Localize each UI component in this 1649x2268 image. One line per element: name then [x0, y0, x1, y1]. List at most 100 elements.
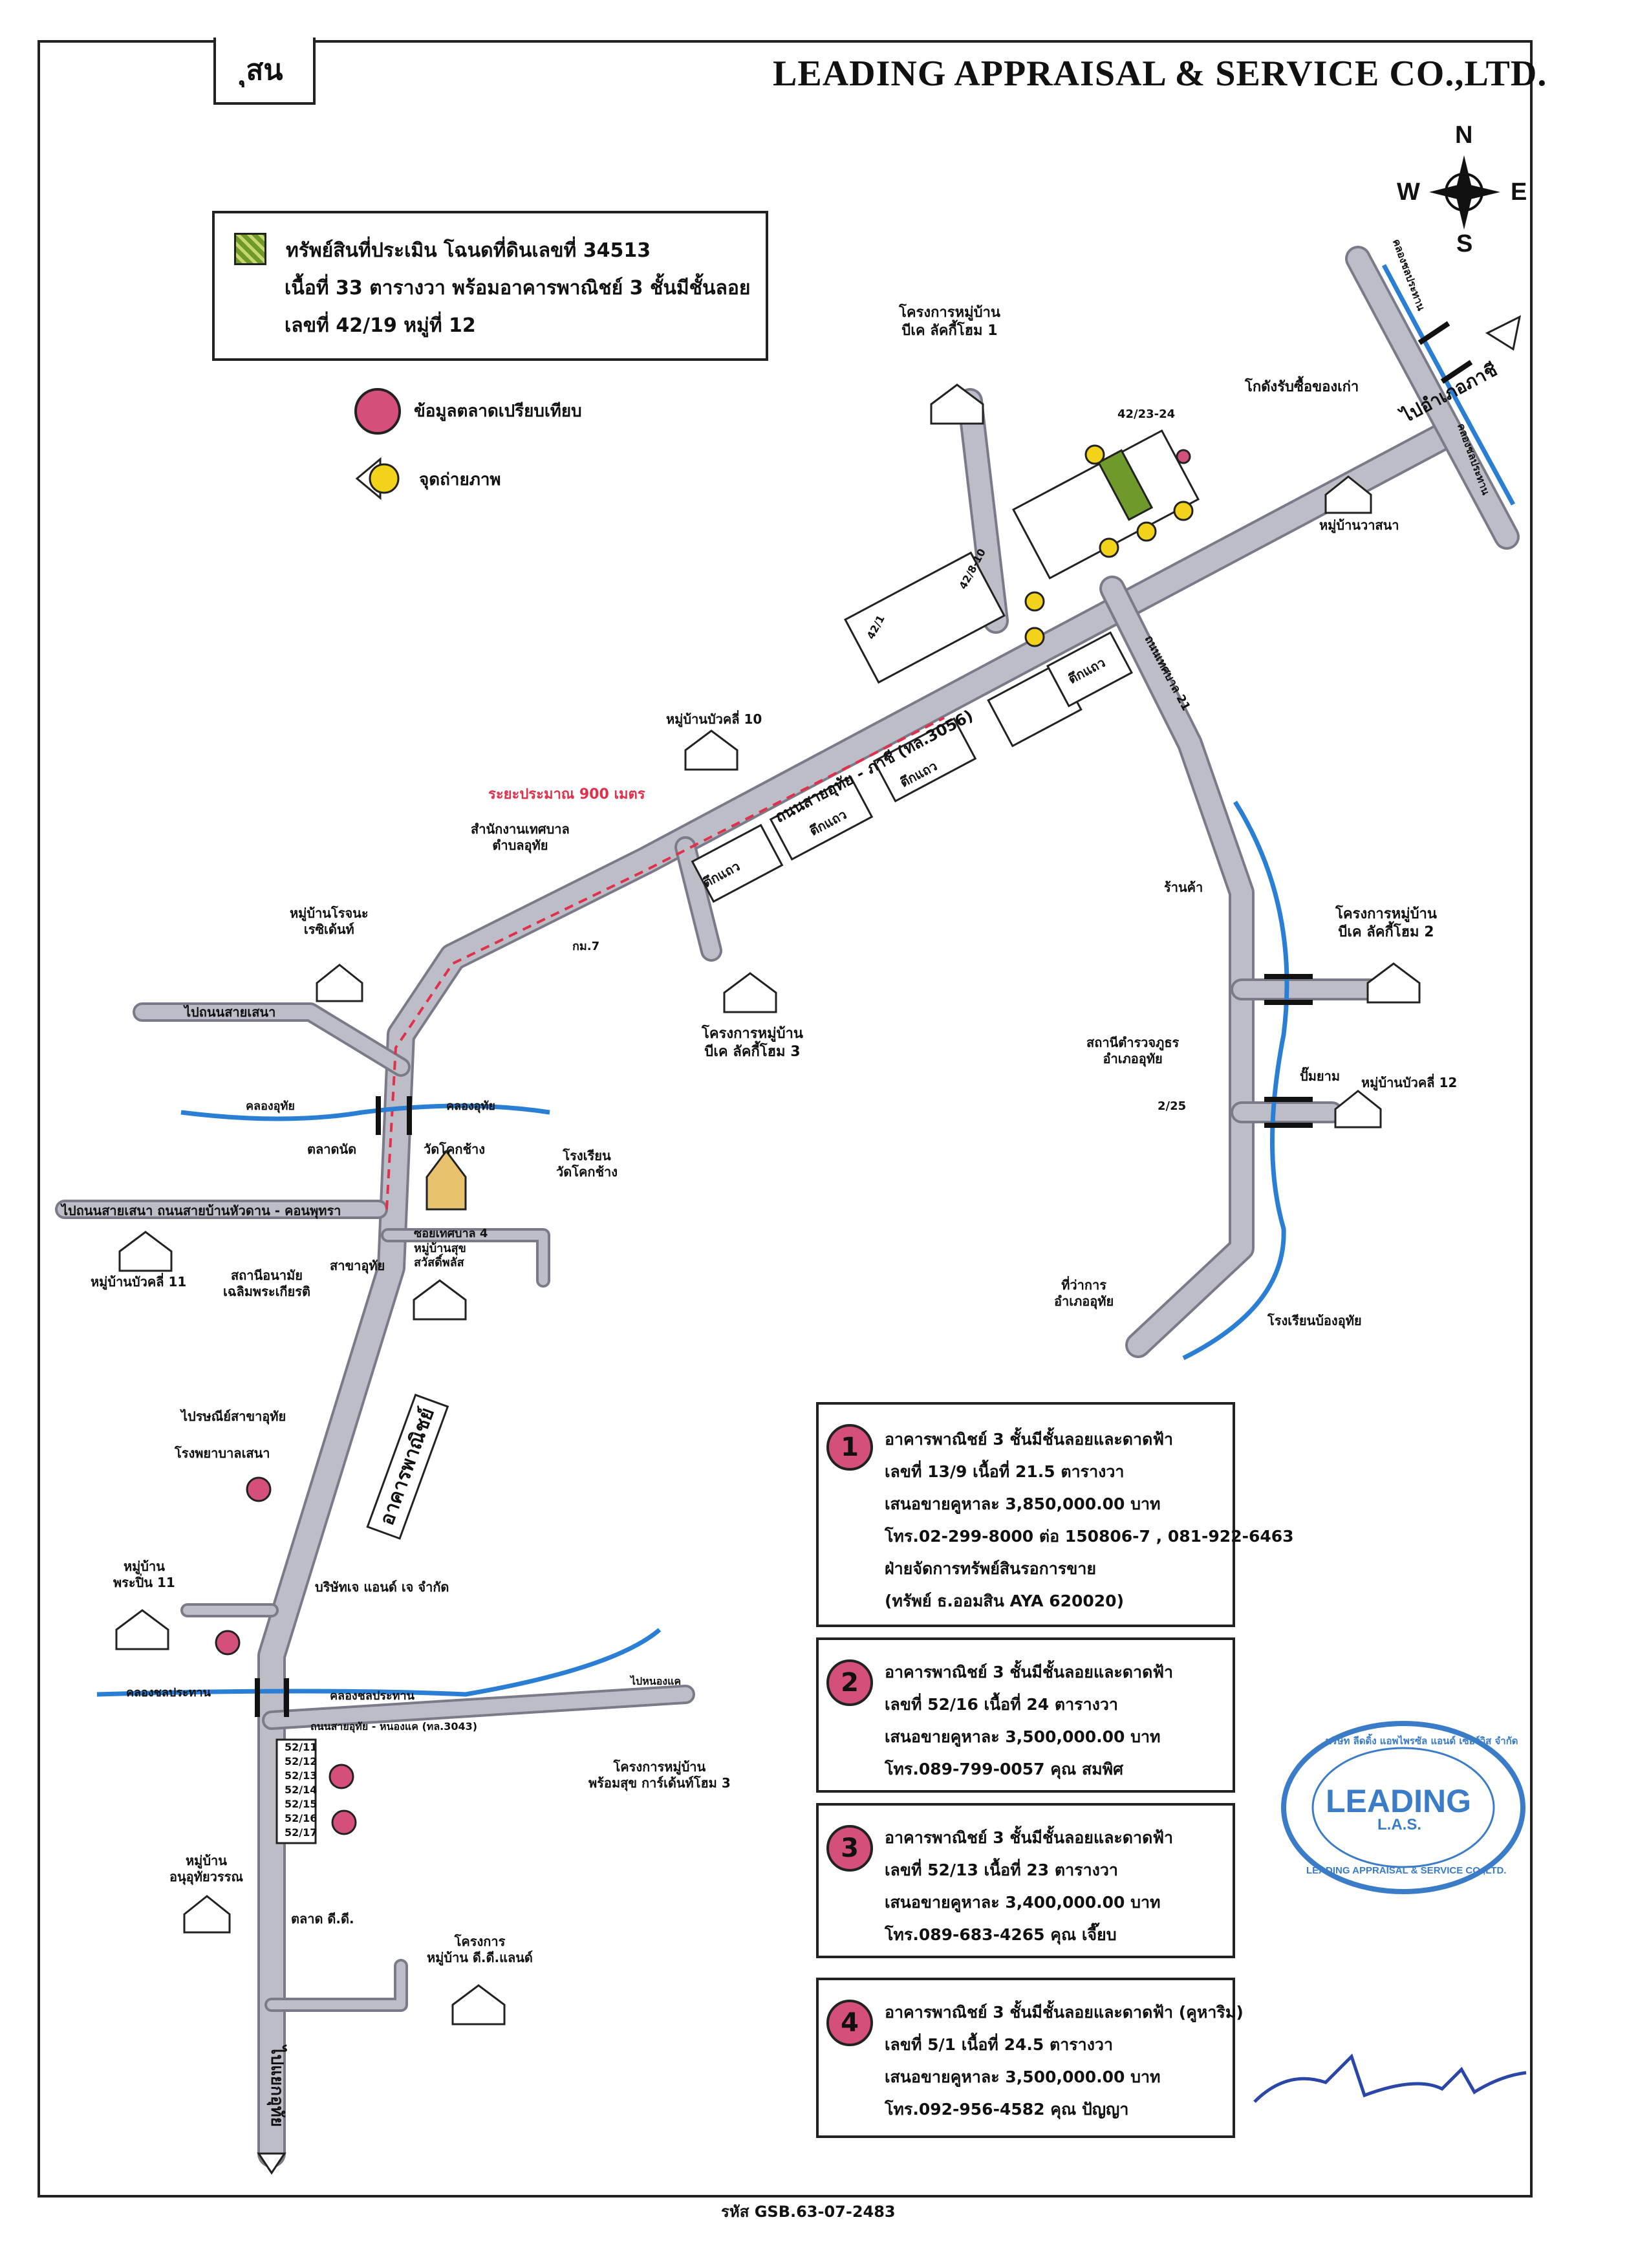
label-to-nongrae: ไปหนองแค — [630, 1675, 682, 1687]
label-klong-lower-right: คลองชลประทาน — [330, 1689, 415, 1703]
label-klong-lower-left: คลองชลประทาน — [126, 1686, 211, 1700]
unit-52-11: 52/11 — [285, 1741, 318, 1753]
unit-52-13: 52/13 — [285, 1769, 318, 1782]
comparable-1-line-6: (ทรัพย์ ธ.ออมสิน AYA 620020) — [885, 1592, 1124, 1610]
comparable-2-line-3: เสนอขายคูหาละ 3,500,000.00 บาท — [885, 1727, 1161, 1746]
label-bank-branch: สาขาอุทัย — [330, 1258, 385, 1273]
photo-point-marker-icon — [355, 457, 400, 501]
logo-ring-bottom: LEADING APPRAISAL & SERVICE CO.,LTD. — [1306, 1865, 1507, 1876]
compass-east: E — [1511, 178, 1527, 206]
comparable-1-line-1: อาคารพาณิชย์ 3 ชั้นมีชั้นลอยและดาดฟ้า — [885, 1430, 1174, 1449]
logo-main-text: LEADING — [1326, 1783, 1471, 1819]
label-soi-tessaban-4: ซอยเทศบาล 4 หมู่บ้านสุข สวัสดิ์พลัส — [414, 1227, 488, 1269]
label-shop: ร้านค้า — [1164, 880, 1203, 895]
comparable-2-line-4: โทร.089-799-0057 คุณ สมพิศ — [885, 1760, 1123, 1778]
label-school-wat: โรงเรียน วัดโคกช้าง — [556, 1148, 618, 1180]
logo-ring-top: บริษัท ลีดดิ้ง แอพไพรซัล แอนด์ เซอร์วิส … — [1326, 1735, 1518, 1747]
comparable-4-line-3: เสนอขายคูหาละ 3,500,000.00 บาท — [885, 2068, 1161, 2086]
comparable-box-4: 4 อาคารพาณิชย์ 3 ชั้นมีชั้นลอยและดาดฟ้า … — [816, 1978, 1244, 2138]
comparable-number-2: 2 — [826, 1659, 873, 1706]
direction-arrows — [257, 315, 1522, 2175]
label-to-utai-south: ไปแยกอุทัย — [266, 2046, 286, 2127]
compass-west: W — [1397, 178, 1420, 206]
company-name: LEADING APPRAISAL & SERVICE CO.,LTD. — [773, 54, 1547, 94]
comparable-box-3: 3 อาคารพาณิชย์ 3 ชั้นมีชั้นลอยและดาดฟ้า … — [816, 1803, 1235, 1958]
road-network — [55, 246, 1520, 2168]
compass-north: N — [1455, 122, 1473, 149]
main-road-fill — [260, 422, 1460, 2165]
label-post-office: ไปรษณีย์สาขาอุทัย — [181, 1409, 286, 1424]
label-district-office: ที่ว่าการ อำเภออุทัย — [1054, 1277, 1114, 1309]
label-municipal-office: สำนักงานเทศบาล ตำบลอุทัย — [471, 821, 570, 853]
signature — [1253, 2053, 1527, 2103]
label-health-center: สถานีอนามัย เฉลิมพระเกียรติ — [223, 1268, 310, 1299]
comparable-2-line-1: อาคารพาณิชย์ 3 ชั้นมีชั้นลอยและดาดฟ้า — [885, 1663, 1174, 1681]
label-police-station: สถานีตำรวจภูธร อำเภออุทัย — [1086, 1035, 1180, 1066]
village-icons — [115, 383, 1421, 2025]
legend-photo-point-label: จุดถ่ายภาพ — [419, 470, 501, 490]
label-village-buakhlee-12: หมู่บ้านบัวคลี่ 12 — [1361, 1075, 1458, 1090]
comparable-4-line-1: อาคารพาณิชย์ 3 ชั้นมีชั้นลอยและดาดฟ้า (ค… — [885, 2003, 1244, 2022]
comparable-4-line-2: เลขที่ 5/1 เนื้อที่ 24.5 ตารางวา — [885, 2035, 1114, 2054]
subject-property-swatch-icon — [234, 233, 266, 265]
label-fresh-market: ตลาดนัด — [307, 1141, 357, 1157]
comparable-3-line-3: เสนอขายคูหาละ 3,400,000.00 บาท — [885, 1893, 1161, 1912]
label-village-buakhlee-11: หมู่บ้านบัวคลี่ 11 — [91, 1274, 187, 1290]
comparable-markers — [215, 1476, 357, 1835]
label-distance-900m: ระยะประมาณ 900 เมตร — [488, 786, 645, 803]
comparable-1-line-4: โทร.02-299-8000 ต่อ 150806-7 , 081-922-6… — [885, 1527, 1294, 1546]
logo-sub-text: L.A.S. — [1377, 1816, 1422, 1833]
company-seal-logo: LEADING L.A.S. บริษัท ลีดดิ้ง แอพไพรซัล … — [1280, 1720, 1526, 1895]
comparable-3-line-1: อาคารพาณิชย์ 3 ชั้นมีชั้นลอยและดาดฟ้า — [885, 1828, 1174, 1847]
label-klong-utai-right: คลองอุทัย — [446, 1099, 495, 1113]
unit-52-16: 52/16 — [285, 1812, 318, 1824]
footer-code: รหัส GSB.63-07-2483 — [721, 2203, 896, 2221]
label-used-goods: โกดังรับซื้อของเก่า — [1245, 379, 1359, 395]
photo-point-markers — [1024, 444, 1194, 647]
legend-market-data-label: ข้อมูลตลาดเปรียบเทียบ — [414, 402, 582, 421]
label-market-dd: ตลาด ดี.ดี. — [291, 1911, 354, 1927]
comparable-4-line-4: โทร.092-956-4582 คุณ ปัญญา — [885, 2100, 1129, 2119]
label-village-wasana: หมู่บ้านวาสนา — [1319, 517, 1399, 533]
unit-52-15: 52/15 — [285, 1798, 318, 1810]
comparable-number-4: 4 — [826, 2000, 873, 2046]
legend-line-3: เลขที่ 42/19 หมู่ที่ 12 — [285, 314, 476, 337]
label-school-utai: โรงเรียนบ้องอุทัย — [1267, 1313, 1362, 1328]
label-company-jj: บริษัทเจ แอนด์ เจ จำกัด — [315, 1579, 449, 1595]
comparable-3-line-2: เลขที่ 52/13 เนื้อที่ 23 ตารางวา — [885, 1861, 1118, 1879]
subject-property-marker — [1176, 449, 1191, 464]
canal-lower — [96, 1628, 662, 1697]
legend-box: ทรัพย์สินที่ประเมิน โฉนดที่ดินเลขที่ 345… — [212, 211, 768, 361]
comparable-box-1: 1 อาคารพาณิชย์ 3 ชั้นมีชั้นลอยและดาดฟ้า … — [816, 1402, 1294, 1627]
legend-line-2: เนื้อที่ 33 ตารางวา พร้อมอาคารพาณิชย์ 3 … — [285, 277, 751, 299]
canal-top-right — [1381, 264, 1516, 506]
label-km7: กม.7 — [572, 940, 600, 953]
comparable-1-line-3: เสนอขายคูหาละ 3,850,000.00 บาท — [885, 1495, 1161, 1513]
label-addr-42-23-24: 42/23-24 — [1117, 407, 1176, 421]
label-village-prapin: หมู่บ้าน พระปิ่น 11 — [113, 1559, 175, 1590]
label-village-buakhlee-10: หมู่บ้านบัวคลี่ 10 — [666, 711, 762, 727]
unit-52-12: 52/12 — [285, 1755, 318, 1767]
label-village-lk1: โครงการหมู่บ้าน บีเค ลัคกี้โฮม 1 — [899, 305, 1000, 339]
comparable-number-1: 1 — [826, 1424, 873, 1471]
market-data-marker-icon — [354, 388, 401, 435]
route-dashed-line — [385, 717, 945, 1210]
comparable-box-2: 2 อาคารพาณิชย์ 3 ชั้นมีชั้นลอยและดาดฟ้า … — [816, 1637, 1235, 1793]
label-hospital: โรงพยาบาลเสนา — [175, 1445, 270, 1461]
label-addr-2-25: 2/25 — [1158, 1099, 1187, 1113]
comparable-3-line-4: โทร.089-683-4265 คุณ เจี๊ยบ — [885, 1925, 1117, 1944]
unit-52-14: 52/14 — [285, 1784, 318, 1796]
unit-52-17: 52/17 — [285, 1826, 318, 1839]
comparable-number-3: 3 — [826, 1825, 873, 1872]
label-village-anuthai: หมู่บ้าน อนุอุทัยวรรณ — [169, 1853, 243, 1885]
comparable-1-line-2: เลขที่ 13/9 เนื้อที่ 21.5 ตารางวา — [885, 1462, 1125, 1481]
comparable-2-line-2: เลขที่ 52/16 เนื้อที่ 24 ตารางวา — [885, 1695, 1118, 1714]
label-village-promsuk: โครงการหมู่บ้าน พร้อมสุข การ์เด้นท์โฮม 3 — [588, 1759, 731, 1791]
bridges — [255, 321, 1473, 1717]
label-to-sena: ไปถนนสายเสนา — [184, 1004, 276, 1020]
label-klong-utai-left: คลองอุทัย — [246, 1099, 295, 1113]
legend-line-1: ทรัพย์สินที่ประเมิน โฉนดที่ดินเลขที่ 345… — [286, 239, 651, 262]
label-village-rojana: หมู่บ้านโรจนะ เรซิเด้นท์ — [290, 905, 369, 937]
page-tab: ุสน — [213, 38, 316, 105]
